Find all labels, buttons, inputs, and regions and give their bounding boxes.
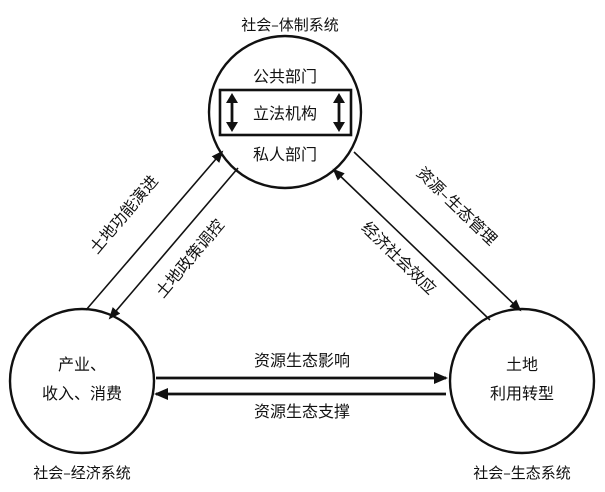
system-label-institutional: 社会–体制系统 [241,16,339,34]
public-sector-label: 公共部门 [253,67,317,86]
edge-label-land-policy-regulation: 土地政策调控 [152,216,228,302]
arrow-ecological-to-institutional [332,168,491,321]
edge-label-land-function-evolution: 土地功能演进 [86,172,162,258]
economic-node-line2: 收入、消费 [42,384,122,403]
arrow-institutional-to-ecological [353,151,522,312]
economic-node-line1: 产业、 [58,355,106,374]
system-label-economic: 社会–经济系统 [33,464,131,482]
edge-label-resource-ecological-support: 资源生态支撑 [254,402,350,421]
legislative-left-double-arrow-icon [226,93,238,132]
edge-label-resource-ecological-impact: 资源生态影响 [254,351,350,370]
edge-label-economic-social-effect: 经济社会效应 [358,218,440,298]
legislative-box [218,88,353,137]
private-sector-label: 私人部门 [253,145,317,164]
legislative-label: 立法机构 [253,104,317,123]
edge-label-resource-ecological-management: 资源–生态管理 [413,163,501,249]
node-ecological: 土地 利用转型 [448,307,596,455]
node-economic: 产业、 收入、消费 [8,307,156,455]
node-institutional: 公共部门 立法机构 私人部门 [207,34,363,190]
ecological-node-line1: 土地 [506,355,538,374]
ecological-node-line2: 利用转型 [490,384,554,403]
node-ecological-circle [448,307,596,455]
arrow-institutional-to-economic [108,167,239,320]
legislative-right-double-arrow-icon [333,93,345,132]
node-economic-circle [8,307,156,455]
system-label-ecological: 社会–生态系统 [473,464,571,482]
arrow-economic-to-institutional [85,150,224,311]
